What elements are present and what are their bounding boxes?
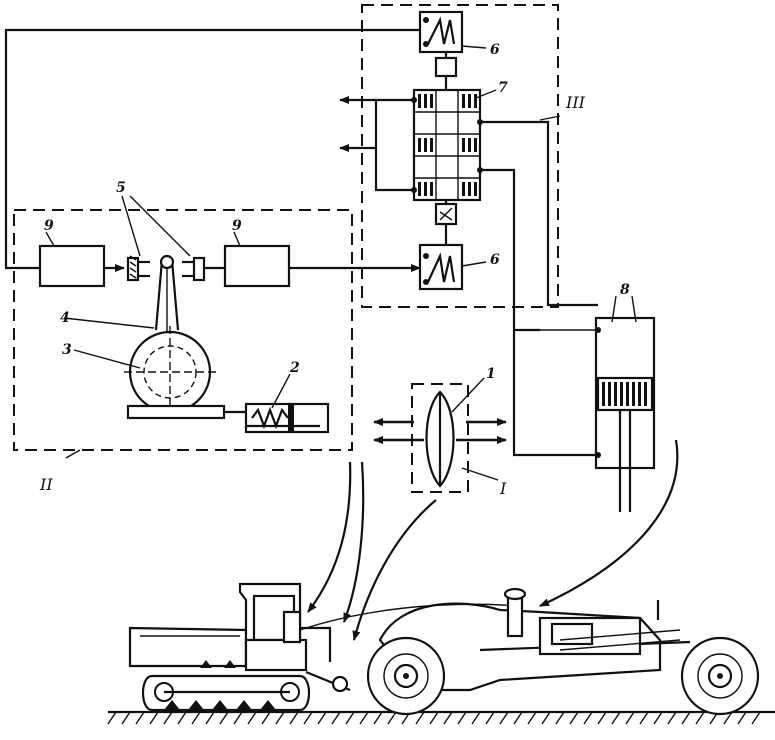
label-II: II: [39, 475, 53, 494]
distributor-7: [411, 88, 483, 226]
pendulum-4: [154, 254, 180, 340]
block-9-left: [38, 244, 106, 288]
label-8: 8: [620, 282, 630, 298]
signal-lines: [4, 28, 598, 457]
label-5: 5: [116, 180, 126, 196]
block-9-right: [223, 244, 291, 288]
label-2: 2: [289, 360, 300, 376]
label-9-right: 9: [232, 218, 242, 234]
label-4: 4: [60, 310, 70, 326]
label-7: 7: [498, 80, 508, 96]
sensor-5-left: [126, 255, 150, 282]
tractor-scraper: [107, 582, 775, 725]
relay-6-top: [418, 10, 464, 78]
label-6-bottom: 6: [490, 252, 500, 268]
label-9-left: 9: [44, 218, 54, 234]
curved-arrows: [307, 439, 679, 641]
label-III: III: [565, 93, 586, 112]
cylinder-2: [244, 402, 330, 434]
module-II-boundary: [13, 209, 353, 451]
base-platform: [126, 404, 226, 420]
label-6-top: 6: [490, 42, 500, 58]
relay-6-bottom: [418, 243, 464, 291]
cylinder-8: [594, 316, 656, 512]
module-III-boundary: [361, 4, 559, 308]
sensor-5-right: [182, 256, 206, 282]
label-3: 3: [62, 342, 72, 358]
leader-lines: [45, 45, 637, 481]
disk-3: [124, 326, 216, 418]
label-1: 1: [486, 366, 496, 382]
label-I: I: [499, 479, 507, 498]
sensor-1: [373, 390, 507, 488]
module-I-boundary: [411, 383, 469, 493]
